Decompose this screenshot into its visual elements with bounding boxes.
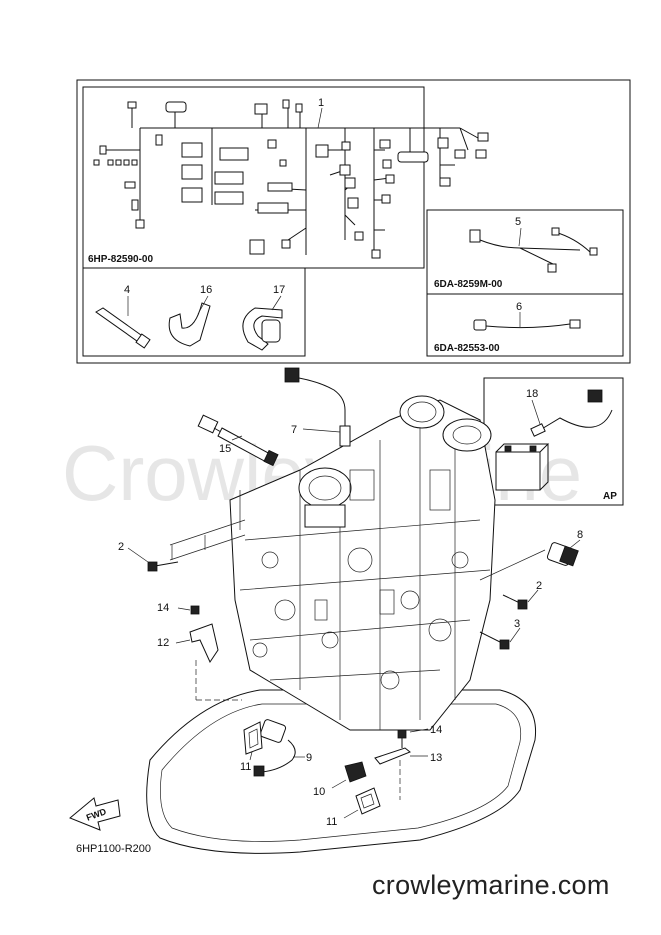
callout-3: 3 [514,618,520,630]
callout-12: 12 [157,637,169,649]
callout-8: 8 [577,529,583,541]
drawing-number: 6HP1100-R200 [76,843,151,855]
callout-7: 7 [291,424,297,436]
grommet-11-left[interactable]: 11 [240,721,263,773]
callout-2b: 2 [536,580,542,592]
lead-wire[interactable] [473,319,581,331]
kit-code-harness: 6HP-82590-00 [88,254,153,265]
callout-11b: 11 [326,816,337,828]
bracket-12[interactable]: 14 12 [157,602,242,701]
callout-5: 5 [515,216,521,228]
cable-tie[interactable] [95,307,151,349]
wire-harness[interactable] [93,99,489,259]
bracket-13[interactable]: 14 13 [374,724,442,800]
callout-11a: 11 [240,761,251,773]
clamp-17[interactable] [242,307,283,351]
callout-14b: 14 [430,724,442,736]
bolt-3[interactable]: 3 [479,618,521,650]
grommet-11-right[interactable]: 11 [326,787,381,828]
callout-17: 17 [273,284,285,296]
callout-18: 18 [526,388,538,400]
callout-15: 15 [219,443,231,455]
footer-site: crowleymarine.com [372,870,610,900]
callout-6: 6 [516,301,522,313]
fwd-arrow: FWD [69,797,121,831]
sensor-set[interactable] [469,227,598,273]
bolt-2-left[interactable]: 2 [118,541,179,572]
callout-10: 10 [313,786,325,798]
callout-1: 1 [318,97,324,109]
sensor-15[interactable]: 15 [197,414,279,467]
bolt-2-right[interactable]: 2 [502,580,542,610]
callout-9: 9 [306,752,312,764]
sensor-7[interactable]: 7 [284,367,351,447]
ap-inset: 18 AP [483,377,624,506]
sensor-9[interactable]: 9 [253,719,312,777]
sensor-8[interactable]: 8 [479,529,583,581]
connector-10[interactable]: 10 [313,761,367,798]
callout-2a: 2 [118,541,124,553]
kit-panel [76,79,631,364]
callout-16: 16 [200,284,212,296]
kit-code-lead: 6DA-82553-00 [434,343,500,354]
kit-code-sensor: 6DA-8259M-00 [434,279,503,290]
callout-14a: 14 [157,602,169,614]
callout-4: 4 [124,284,130,296]
clamp-16[interactable] [168,302,211,347]
callout-13: 13 [430,752,442,764]
kit-code-ap: AP [603,491,617,502]
